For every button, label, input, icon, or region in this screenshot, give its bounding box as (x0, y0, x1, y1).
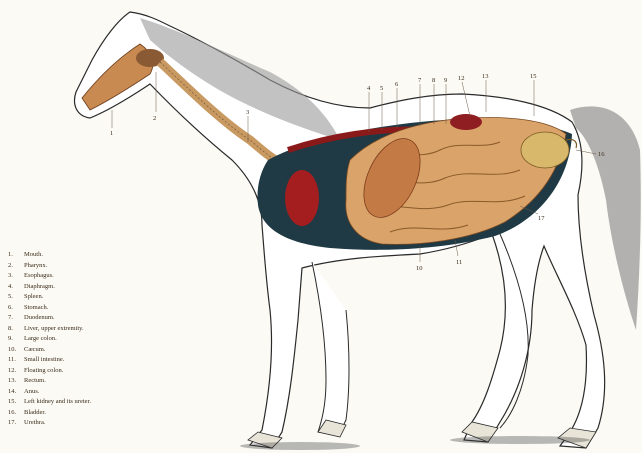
legend-number: 10. (8, 345, 24, 356)
liver (450, 114, 482, 130)
legend-label: Liver, upper extremity. (24, 324, 84, 335)
callout-15: 15 (530, 73, 537, 80)
legend-label: Stomach. (24, 303, 48, 314)
legend-item: 13.Rectum. (8, 376, 178, 387)
legend-item: 10.Cæcum. (8, 345, 178, 356)
rectum (521, 132, 569, 168)
legend-label: Bladder. (24, 408, 46, 419)
callout-6: 6 (395, 81, 399, 88)
legend-label: Duodenum. (24, 313, 55, 324)
callout-4: 4 (367, 85, 371, 92)
legend-item: 2.Pharynx. (8, 261, 178, 272)
legend-item: 14.Anus. (8, 387, 178, 398)
legend-item: 6.Stomach. (8, 303, 178, 314)
callout-16: 16 (598, 151, 605, 158)
callout-17: 17 (538, 215, 545, 222)
legend-number: 9. (8, 334, 24, 345)
callout-1: 1 (110, 130, 113, 137)
legend-number: 12. (8, 366, 24, 377)
callout-12a: 12 (458, 75, 465, 82)
legend-item: 7.Duodenum. (8, 313, 178, 324)
legend-number: 5. (8, 292, 24, 303)
legend-item: 3.Esophagus. (8, 271, 178, 282)
callout-9: 9 (444, 77, 447, 84)
legend-label: Cæcum. (24, 345, 46, 356)
ground-shadow (450, 436, 590, 444)
legend-number: 14. (8, 387, 24, 398)
legend-number: 3. (8, 271, 24, 282)
legend-label: Large colon. (24, 334, 57, 345)
legend-number: 2. (8, 261, 24, 272)
legend-label: Spleen. (24, 292, 43, 303)
legend-label: Rectum. (24, 376, 46, 387)
legend-label: Anus. (24, 387, 39, 398)
legend-label: Urethra. (24, 418, 45, 429)
legend-number: 8. (8, 324, 24, 335)
legend-label: Floating colon. (24, 366, 63, 377)
legend-item: 15.Left kidney and its ureter. (8, 397, 178, 408)
legend-label: Pharynx. (24, 261, 47, 272)
legend-item: 4.Diaphragm. (8, 282, 178, 293)
foreleg-outline (312, 262, 349, 436)
legend-item: 11.Small intestine. (8, 355, 178, 366)
callout-8: 8 (432, 77, 435, 84)
legend-list: 1.Mouth. 2.Pharynx. 3.Esophagus. 4.Diaph… (8, 250, 178, 429)
legend-number: 1. (8, 250, 24, 261)
legend-number: 11. (8, 355, 24, 366)
legend-item: 9.Large colon. (8, 334, 178, 345)
legend-number: 13. (8, 376, 24, 387)
legend-number: 15. (8, 397, 24, 408)
legend-item: 8.Liver, upper extremity. (8, 324, 178, 335)
ground-shadow (240, 442, 360, 450)
legend-label: Diaphragm. (24, 282, 55, 293)
legend-item: 1.Mouth. (8, 250, 178, 261)
callout-2: 2 (153, 115, 156, 122)
legend-item: 16.Bladder. (8, 408, 178, 419)
legend-label: Small intestine. (24, 355, 64, 366)
legend-number: 17. (8, 418, 24, 429)
callout-10: 10 (416, 265, 423, 272)
legend-label: Mouth. (24, 250, 43, 261)
legend-item: 5.Spleen. (8, 292, 178, 303)
callout-3: 3 (246, 109, 249, 116)
legend-item: 17.Urethra. (8, 418, 178, 429)
legend-item: 12.Floating colon. (8, 366, 178, 377)
legend-number: 6. (8, 303, 24, 314)
callout-7: 7 (418, 77, 422, 84)
callout-11: 11 (456, 259, 462, 266)
callout-13: 13 (482, 73, 489, 80)
legend-label: Left kidney and its ureter. (24, 397, 91, 408)
legend-number: 4. (8, 282, 24, 293)
legend-number: 7. (8, 313, 24, 324)
legend-number: 16. (8, 408, 24, 419)
spleen (285, 170, 319, 226)
callout-5: 5 (380, 85, 383, 92)
legend-label: Esophagus. (24, 271, 54, 282)
